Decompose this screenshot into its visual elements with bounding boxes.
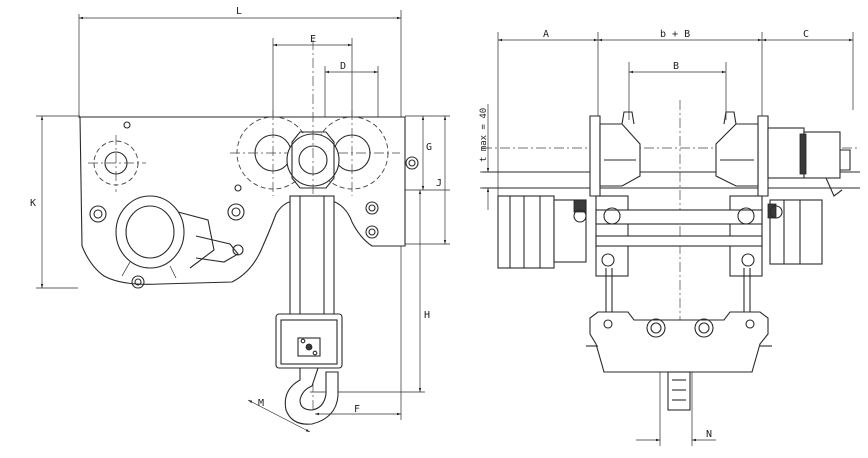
hoist-motor <box>767 127 851 197</box>
dim-label-E: E <box>310 34 316 45</box>
dim-label-C: C <box>803 29 809 40</box>
front-view-dimensions <box>480 38 853 442</box>
side-view: L E D K G J H F M <box>30 6 450 433</box>
dim-label-H: H <box>424 310 430 321</box>
dim-label-M: M <box>258 398 264 409</box>
dim-label-F: F <box>354 404 360 415</box>
dim-label-G: G <box>426 142 432 153</box>
dim-label-N: N <box>706 429 712 440</box>
hoist-ropes <box>605 268 751 318</box>
dim-label-K: K <box>30 198 36 209</box>
bottom-block <box>586 311 772 373</box>
dim-label-A: A <box>543 29 549 40</box>
left-side-frame <box>589 111 641 277</box>
dim-label-B: B <box>673 61 679 72</box>
travel-motor <box>115 195 239 279</box>
hook-shank <box>667 371 691 411</box>
hook <box>284 367 339 425</box>
hook-block <box>275 313 343 369</box>
dim-label-bB: b + B <box>660 29 690 40</box>
gear-assembly <box>88 135 146 192</box>
dim-label-J: J <box>436 178 442 189</box>
dim-label-tmax: t max = 40 <box>479 108 489 162</box>
dim-label-D: D <box>340 61 346 72</box>
plate-bolts <box>89 121 419 289</box>
right-travel-motor <box>767 199 823 265</box>
cross-shaft <box>573 205 783 267</box>
side-view-dimensions <box>40 16 447 433</box>
right-side-frame <box>715 111 769 277</box>
hoist-rope-column <box>289 195 335 317</box>
dim-label-L: L <box>236 6 242 17</box>
left-travel-motor <box>497 195 587 269</box>
front-view: A b + B C B t max = 40 N <box>479 29 860 446</box>
